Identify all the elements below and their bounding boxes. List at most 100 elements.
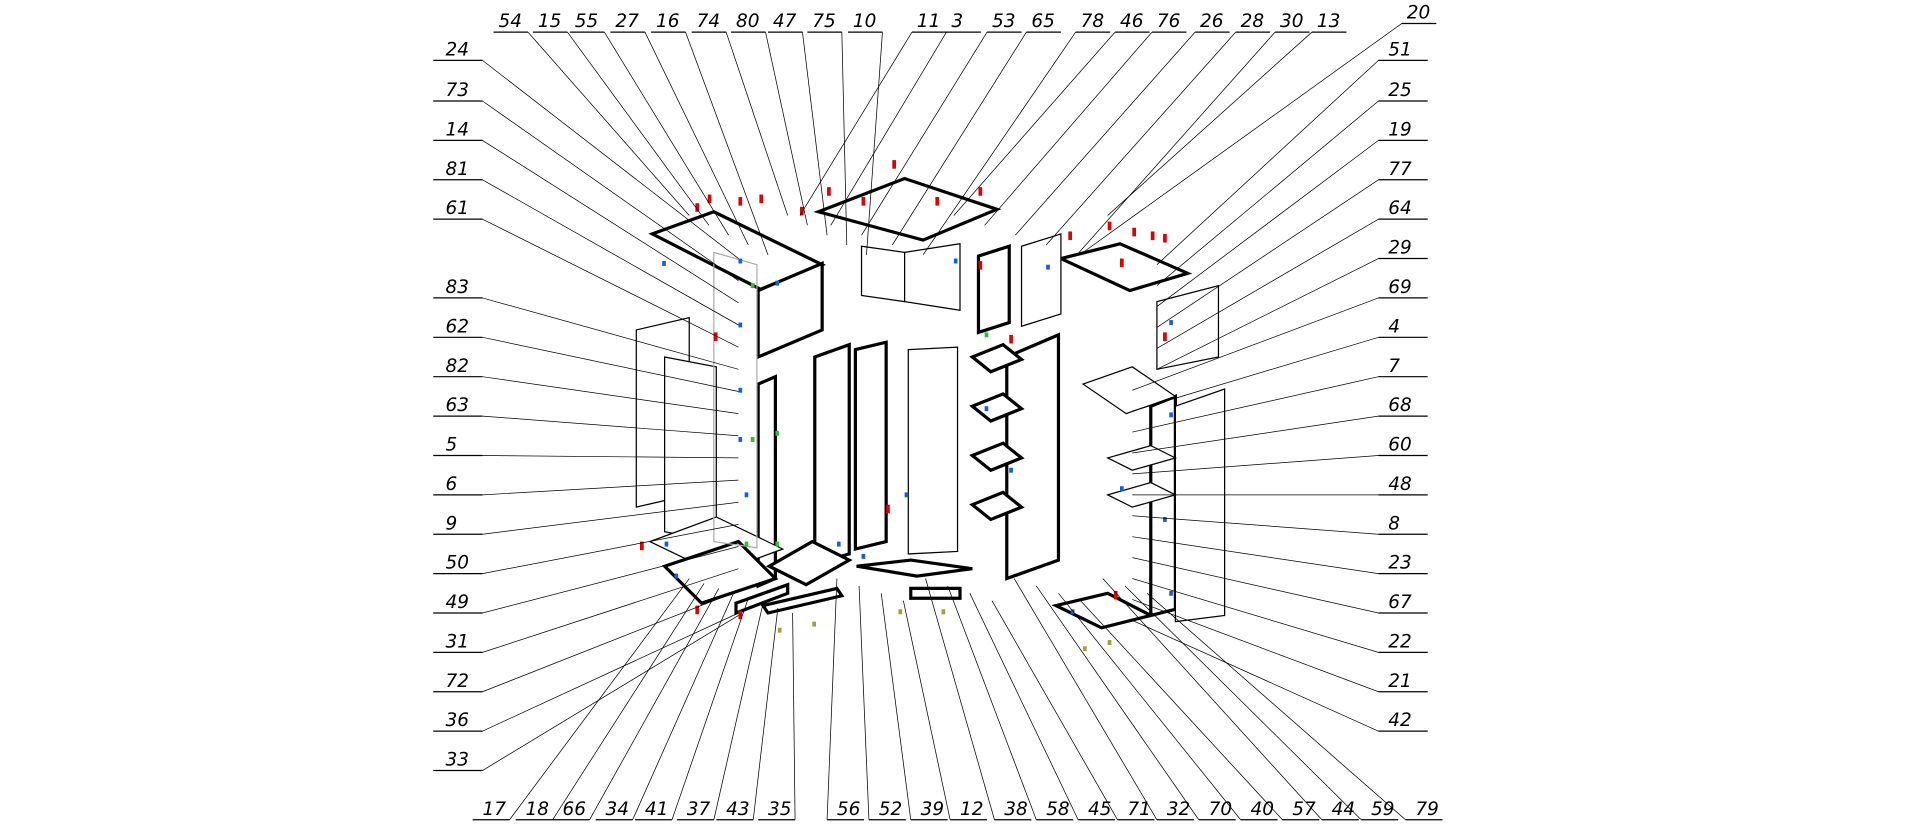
leader-line — [1036, 585, 1200, 820]
leader-line — [1132, 578, 1379, 653]
fastener-mark — [1120, 258, 1124, 268]
leader-line — [552, 583, 705, 820]
callout-number: 48 — [1388, 474, 1411, 495]
fastener-mark — [935, 197, 940, 206]
callout-82: 82 — [433, 356, 739, 414]
callout-number: 54 — [498, 11, 521, 32]
callout-number: 49 — [446, 592, 469, 613]
callout-67: 67 — [1132, 557, 1428, 614]
leader-line — [1124, 585, 1362, 821]
center-rear-left — [860, 245, 906, 303]
center-top-panel — [813, 176, 1002, 242]
right-shelf-1 — [1081, 366, 1177, 415]
leader-line — [1015, 31, 1196, 236]
fastener-mark — [941, 609, 946, 615]
fastener-mark — [1132, 227, 1136, 237]
callout-30: 30 — [1076, 11, 1310, 256]
callout-25: 25 — [1156, 80, 1428, 286]
fastener-mark — [1113, 590, 1118, 600]
callout-number: 21 — [1388, 671, 1411, 692]
leader-line — [1156, 100, 1379, 286]
leader-line — [1102, 578, 1323, 821]
leader-line — [671, 598, 749, 820]
callout-14: 14 — [433, 119, 739, 304]
leader-line — [866, 32, 883, 255]
leader-line — [1013, 578, 1158, 820]
leader-line — [1132, 376, 1379, 433]
leader-line — [482, 546, 739, 614]
leader-line — [632, 593, 734, 820]
callout-number: 4 — [1388, 316, 1400, 337]
fastener-mark — [1169, 412, 1173, 418]
callout-number: 72 — [446, 671, 469, 692]
callout-number: 3 — [951, 11, 963, 32]
callout-3: 3 — [830, 11, 981, 226]
callout-15: 15 — [532, 11, 710, 226]
callout-27: 27 — [610, 11, 749, 246]
callout-number: 20 — [1407, 3, 1430, 24]
center-side-left — [813, 342, 851, 566]
left-side-panel — [756, 261, 824, 360]
callout-24: 24 — [433, 39, 739, 259]
leader-line — [792, 612, 796, 820]
leader-line — [482, 568, 739, 653]
callout-number: 76 — [1157, 11, 1180, 32]
fastener-mark — [738, 197, 743, 206]
fastener-mark — [1083, 646, 1087, 652]
leader-line — [1045, 31, 1236, 246]
callout-number: 27 — [615, 11, 639, 32]
leader-line — [482, 590, 739, 693]
leader-line — [725, 31, 789, 216]
center-rear-right — [904, 243, 961, 311]
leader-line — [482, 501, 739, 535]
callout-42: 42 — [1132, 620, 1428, 732]
callout-21: 21 — [1132, 599, 1428, 693]
callout-number: 56 — [837, 799, 860, 820]
leader-line — [752, 608, 779, 820]
callout-number: 82 — [446, 356, 469, 377]
base-rail — [760, 586, 845, 615]
fastener-mark — [738, 258, 743, 264]
callout-number: 47 — [773, 11, 797, 32]
leader-line — [1156, 140, 1379, 307]
fastener-mark — [695, 203, 700, 212]
callout-number: 16 — [656, 11, 679, 32]
callout-number: 25 — [1388, 80, 1411, 101]
leader-line — [830, 31, 947, 226]
callout-number: 61 — [446, 198, 469, 219]
leader-line — [603, 31, 729, 236]
callout-7: 7 — [1132, 356, 1428, 433]
callout-number: 46 — [1120, 11, 1143, 32]
callout-37: 37 — [676, 603, 764, 821]
leader-line — [644, 31, 749, 246]
leader-line — [1080, 600, 1283, 821]
leader-line — [1132, 620, 1379, 732]
callout-number: 70 — [1209, 799, 1232, 820]
callout-61: 61 — [433, 198, 739, 348]
center-plinth — [909, 586, 962, 600]
callout-23: 23 — [1132, 536, 1428, 575]
leader-line — [1107, 31, 1313, 216]
callout-44: 44 — [1102, 578, 1359, 821]
fastener-mark — [984, 406, 989, 412]
fastener-mark — [1009, 334, 1013, 344]
fastener-mark — [984, 332, 989, 338]
callout-83: 83 — [433, 277, 739, 370]
callout-40: 40 — [1058, 593, 1278, 821]
callout-66: 66 — [552, 588, 720, 821]
fastener-mark — [674, 573, 679, 579]
callout-22: 22 — [1132, 578, 1428, 653]
leader-line — [1132, 336, 1379, 412]
callout-number: 50 — [446, 553, 469, 574]
callout-5: 5 — [433, 435, 739, 459]
callout-31: 31 — [433, 568, 739, 653]
fastener-mark — [738, 610, 743, 620]
callout-6: 6 — [433, 474, 739, 496]
fastener-mark — [707, 194, 712, 204]
callout-41: 41 — [635, 598, 749, 821]
callout-72: 72 — [433, 590, 739, 693]
leader-line — [858, 585, 870, 820]
leader-line — [482, 479, 739, 496]
fastener-mark — [713, 332, 718, 341]
callout-number: 8 — [1388, 513, 1400, 534]
